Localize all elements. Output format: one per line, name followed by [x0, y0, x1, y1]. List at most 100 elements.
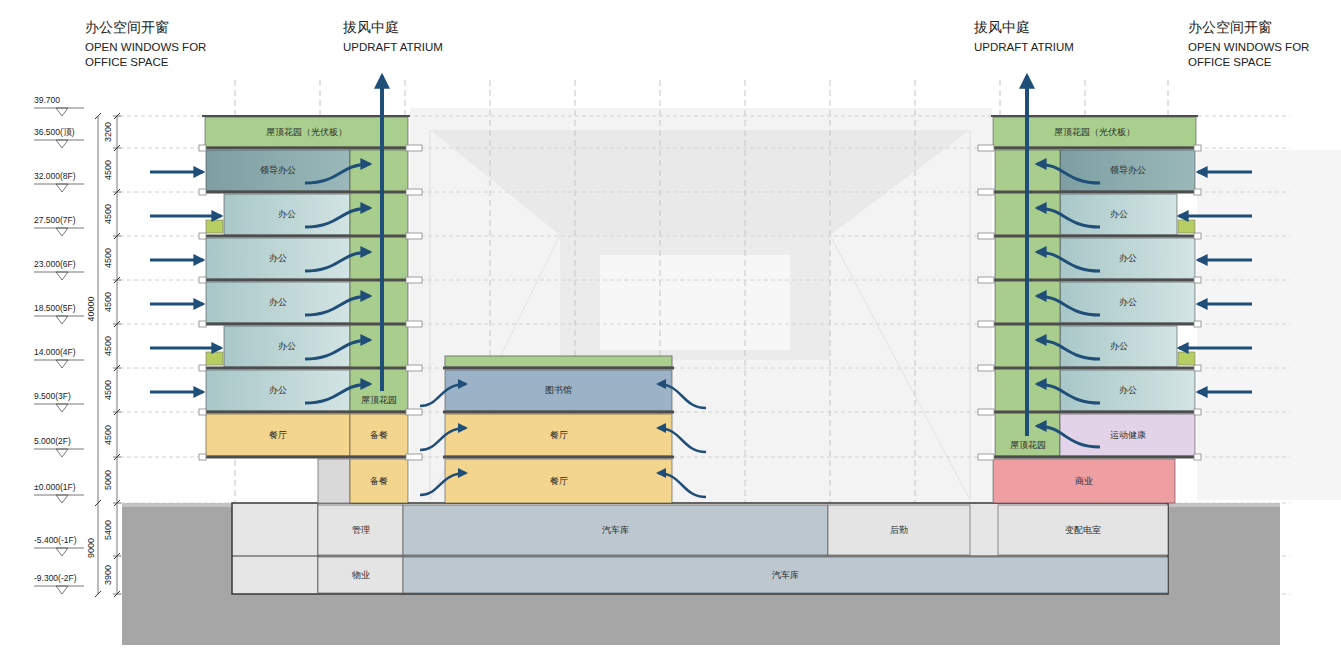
room-box: 屋顶花园	[350, 150, 408, 411]
room-label: 办公	[269, 253, 287, 264]
airflow-arrow	[305, 252, 370, 271]
facade-fin	[199, 233, 206, 239]
elevation-label: 18.500(5F)	[34, 303, 76, 314]
room-label: 屋顶花园（光伏板）	[266, 127, 347, 138]
dimension-tick	[95, 500, 101, 506]
level-line	[120, 116, 1290, 117]
airflow-arrow	[1037, 426, 1100, 447]
dimension-tick	[114, 113, 120, 119]
elevation-label: 39.700	[34, 95, 60, 106]
dimension-tick	[113, 457, 121, 458]
heading-label: 拔风中庭	[343, 18, 399, 36]
floor-slab	[991, 279, 1198, 282]
room-box: 办公	[1060, 370, 1195, 411]
room-label: 变配电室	[1065, 525, 1101, 536]
dimension-label: 4500	[103, 248, 113, 268]
facade-fin	[199, 189, 206, 195]
dimension-tick	[114, 591, 120, 597]
level-line	[120, 236, 1290, 237]
elevation-marker	[56, 586, 68, 594]
airflow-arrow	[1198, 259, 1252, 262]
dimension-label: 3900	[103, 565, 113, 585]
room-fill	[1060, 326, 1177, 367]
room-box: 图书馆	[445, 370, 672, 411]
level-line	[120, 192, 1290, 193]
room-box: 办公	[1060, 238, 1195, 279]
ground-fill	[122, 503, 1280, 645]
dimension-label: 4500	[103, 424, 113, 444]
dimension-tick	[114, 365, 120, 371]
facade-fin	[406, 145, 422, 151]
facade-fin	[978, 321, 994, 327]
balcony	[1178, 220, 1195, 233]
facade-fin	[1194, 409, 1201, 415]
airflow-arrow	[420, 384, 466, 406]
level-line	[120, 280, 1290, 281]
airflow-arrow	[150, 259, 203, 262]
roof-parapet	[991, 115, 1198, 117]
room-box: 后勤	[828, 505, 970, 555]
floor-slab	[443, 456, 674, 459]
airflow-arrow	[420, 473, 466, 495]
dimension-tick	[95, 113, 101, 119]
room-box: 餐厅	[445, 414, 672, 456]
elevation-marker	[56, 495, 68, 503]
heading-label: UPDRAFT ATRIUM	[343, 40, 443, 55]
room-label: 汽车库	[772, 570, 799, 581]
heading-label: UPDRAFT ATRIUM	[974, 40, 1074, 55]
room-label: 物业	[352, 570, 370, 581]
airflow-arrow	[658, 428, 706, 452]
floor-slab	[991, 456, 1198, 459]
level-line	[120, 457, 1290, 458]
level-line	[120, 368, 1290, 369]
heading-label: OPEN WINDOWS FOR OFFICE SPACE	[85, 40, 235, 70]
room-fill	[206, 238, 350, 279]
elevation-label: 36.500(顶)	[34, 127, 75, 138]
floor-slab	[202, 456, 410, 459]
facade-fin	[978, 277, 994, 283]
room-fill	[224, 194, 350, 235]
room-box: 运动健康	[1060, 414, 1195, 456]
room-label: 管理	[352, 525, 370, 536]
dimension-tick	[114, 189, 120, 195]
room-fill	[1060, 282, 1195, 323]
room-fill	[206, 370, 350, 411]
airflow-arrow	[305, 296, 370, 315]
room-fill	[318, 505, 403, 555]
room-label: 办公	[278, 209, 296, 220]
dimension-tick	[114, 409, 120, 415]
room-fill	[1060, 414, 1195, 456]
perspective-line	[430, 130, 431, 500]
basement-frame	[232, 503, 1168, 594]
room-box: 领导办公	[1060, 150, 1195, 191]
facade-fin	[1194, 365, 1201, 371]
room-box: 办公	[206, 370, 350, 411]
room-fill	[993, 117, 1196, 147]
airflow-arrow	[1037, 164, 1100, 183]
level-line	[120, 148, 1290, 149]
elevation-label: -5.400(-1F)	[34, 535, 77, 546]
perspective-line	[970, 130, 971, 500]
room-label: 办公	[1119, 385, 1137, 396]
basement-slab	[232, 556, 1168, 557]
room-label: 餐厅	[550, 430, 568, 441]
room-fill	[206, 150, 350, 191]
level-line	[120, 412, 1290, 413]
airflow-arrow	[1198, 391, 1252, 394]
dimension-label: 4500	[103, 160, 113, 180]
facade-fin	[1194, 189, 1201, 195]
room-label: 商业	[1075, 476, 1093, 487]
dimension-label: 4500	[103, 204, 113, 224]
heading-label: OPEN WINDOWS FOR OFFICE SPACE	[1188, 40, 1338, 70]
airflow-arrow	[1179, 347, 1252, 350]
room-box: 物业	[318, 557, 403, 593]
room-box: 办公	[1060, 326, 1177, 367]
room-fill	[993, 459, 1175, 503]
balcony	[1178, 352, 1195, 365]
heading-label: 拔风中庭	[974, 18, 1030, 36]
facade-fin	[406, 233, 422, 239]
room-fill	[1060, 238, 1195, 279]
facade-fin	[406, 321, 422, 327]
room-label: 餐厅	[269, 430, 287, 441]
facade-fin	[199, 409, 206, 415]
